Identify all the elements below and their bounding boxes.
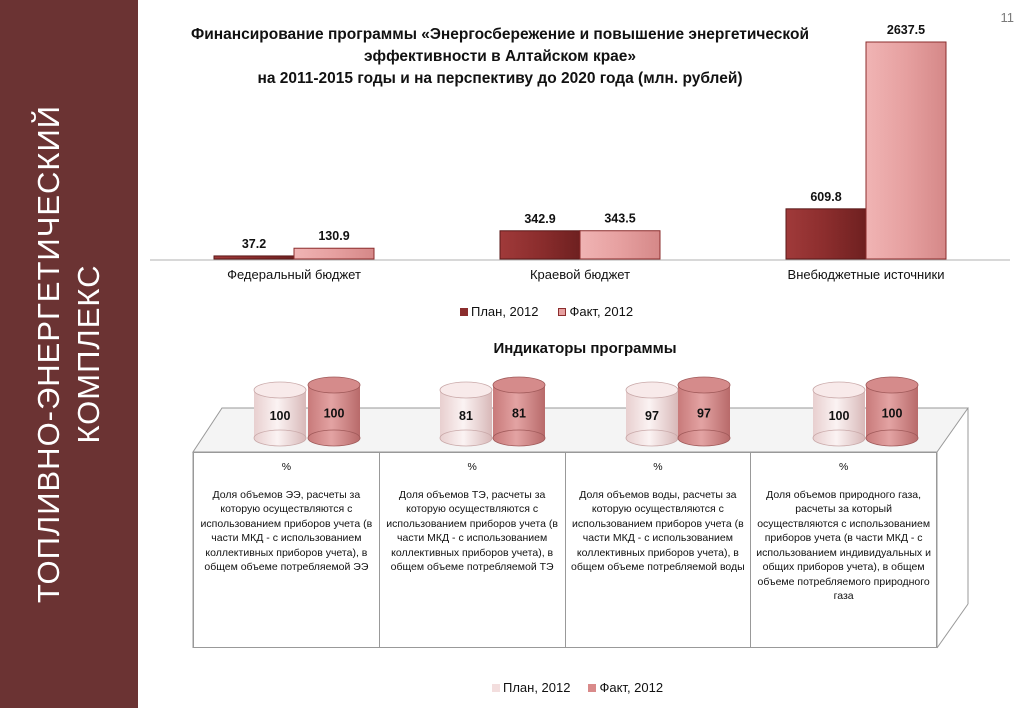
cylinder-body-fact <box>493 385 545 438</box>
bar-legend-fact: Факт, 2012 <box>558 304 633 319</box>
indicator-unit: % <box>467 461 477 473</box>
bar-legend-plan: План, 2012 <box>460 304 538 319</box>
cylinder-base <box>253 429 307 447</box>
cyl-legend-fact-label: Факт, 2012 <box>599 680 664 695</box>
cylinder-value-label: 81 <box>459 409 473 423</box>
bar-plan <box>213 255 295 260</box>
indicator-description: Доля объемов природного газа, расчеты за… <box>756 488 931 603</box>
cylinder-base <box>812 429 866 447</box>
cylinder-base <box>307 429 361 447</box>
indicator-description: Доля объемов ЭЭ, расчеты за которую осущ… <box>200 488 373 574</box>
indicators-title: Индикаторы программы <box>493 340 677 357</box>
cylinder-top <box>865 376 919 394</box>
bar-plan <box>785 208 867 260</box>
chart-title-line-3: на 2011-2015 годы и на перспективу до 20… <box>257 70 743 87</box>
bar-fact <box>865 41 947 260</box>
bar-legend: План, 2012 Факт, 2012 <box>460 304 633 319</box>
bar-legend-fact-label: Факт, 2012 <box>569 304 634 319</box>
chart-title: Финансирование программы «Энергосбережен… <box>150 24 850 90</box>
bar-legend-plan-swatch <box>460 307 468 316</box>
cylinder-value-label: 100 <box>324 407 345 421</box>
bar-data-label: 609.8 <box>810 190 841 204</box>
indicators-table: % Доля объемов ЭЭ, расчеты за которую ос… <box>193 452 937 648</box>
bar-data-label: 130.9 <box>318 229 349 243</box>
cylinder-base <box>439 429 493 447</box>
cylinder-value-label: 100 <box>270 409 291 423</box>
cylinder-value-label: 97 <box>645 409 659 423</box>
cyl-legend-fact: Факт, 2012 <box>588 680 663 695</box>
bar-data-label: 2637.5 <box>887 23 925 37</box>
bar-data-label: 343.5 <box>604 212 635 226</box>
indicator-cell: % Доля объемов воды, расчеты за которую … <box>566 453 752 647</box>
cylinder-legend: План, 2012 Факт, 2012 <box>492 680 663 695</box>
indicator-cell: % Доля объемов природного газа, расчеты … <box>751 453 936 647</box>
cylinder-top <box>439 381 493 399</box>
cylinder-top <box>812 381 866 399</box>
indicator-unit: % <box>653 461 663 473</box>
cylinder-value-label: 100 <box>829 409 850 423</box>
page-number: 11 <box>1000 10 1015 25</box>
indicator-unit: % <box>281 461 292 473</box>
indicator-description: Доля объемов ТЭ, расчеты за которую осущ… <box>386 488 558 574</box>
cyl-legend-plan-label: План, 2012 <box>503 680 571 695</box>
cylinder-top <box>253 381 307 399</box>
cylinder-base <box>625 429 679 447</box>
cylinder-top <box>625 381 679 399</box>
bar-data-label: 37.2 <box>242 237 266 251</box>
indicator-unit: % <box>838 461 849 473</box>
cyl-legend-plan-swatch <box>492 683 500 692</box>
floor-depth-edge <box>936 603 969 649</box>
indicator-cell: % Доля объемов ЭЭ, расчеты за которую ос… <box>194 453 380 647</box>
chart-title-line-1: Финансирование программы «Энергосбережен… <box>191 26 809 43</box>
cylinder-body-fact <box>308 385 360 438</box>
cylinder-top <box>307 376 361 394</box>
bar-plan <box>499 230 581 260</box>
cyl-legend-fact-swatch <box>588 683 597 692</box>
cylinder-value-label: 97 <box>697 407 711 421</box>
bar-fact <box>293 247 375 260</box>
x-tick-label: Федеральный бюджет <box>227 267 361 282</box>
sidebar: ТОПЛИВНО-ЭНЕРГЕТИЧЕСКИЙ КОМПЛЕКС <box>0 0 138 708</box>
cylinder-body-fact <box>678 385 730 438</box>
cylinder-top <box>677 376 731 394</box>
cylinder-value-label: 81 <box>512 407 526 421</box>
cylinder-base <box>677 429 731 447</box>
bar-legend-fact-swatch <box>558 307 567 316</box>
cyl-legend-plan: План, 2012 <box>492 680 570 695</box>
bar-data-label: 342.9 <box>524 212 555 226</box>
chart-title-line-2: эффективности в Алтайском крае» <box>363 48 637 65</box>
bar-fact <box>579 230 661 260</box>
cylinder-base <box>492 429 546 447</box>
cylinder-base <box>865 429 919 447</box>
cylinder-value-label: 100 <box>882 407 903 421</box>
cylinder-body-fact <box>866 385 918 438</box>
bar-legend-plan-label: План, 2012 <box>471 304 539 319</box>
x-tick-label: Краевой бюджет <box>530 267 630 282</box>
indicator-description: Доля объемов воды, расчеты за которую ос… <box>571 488 745 574</box>
x-tick-label: Внебюджетные источники <box>788 267 945 282</box>
cylinder-top <box>492 376 546 394</box>
indicator-cell: % Доля объемов ТЭ, расчеты за которую ос… <box>380 453 566 647</box>
